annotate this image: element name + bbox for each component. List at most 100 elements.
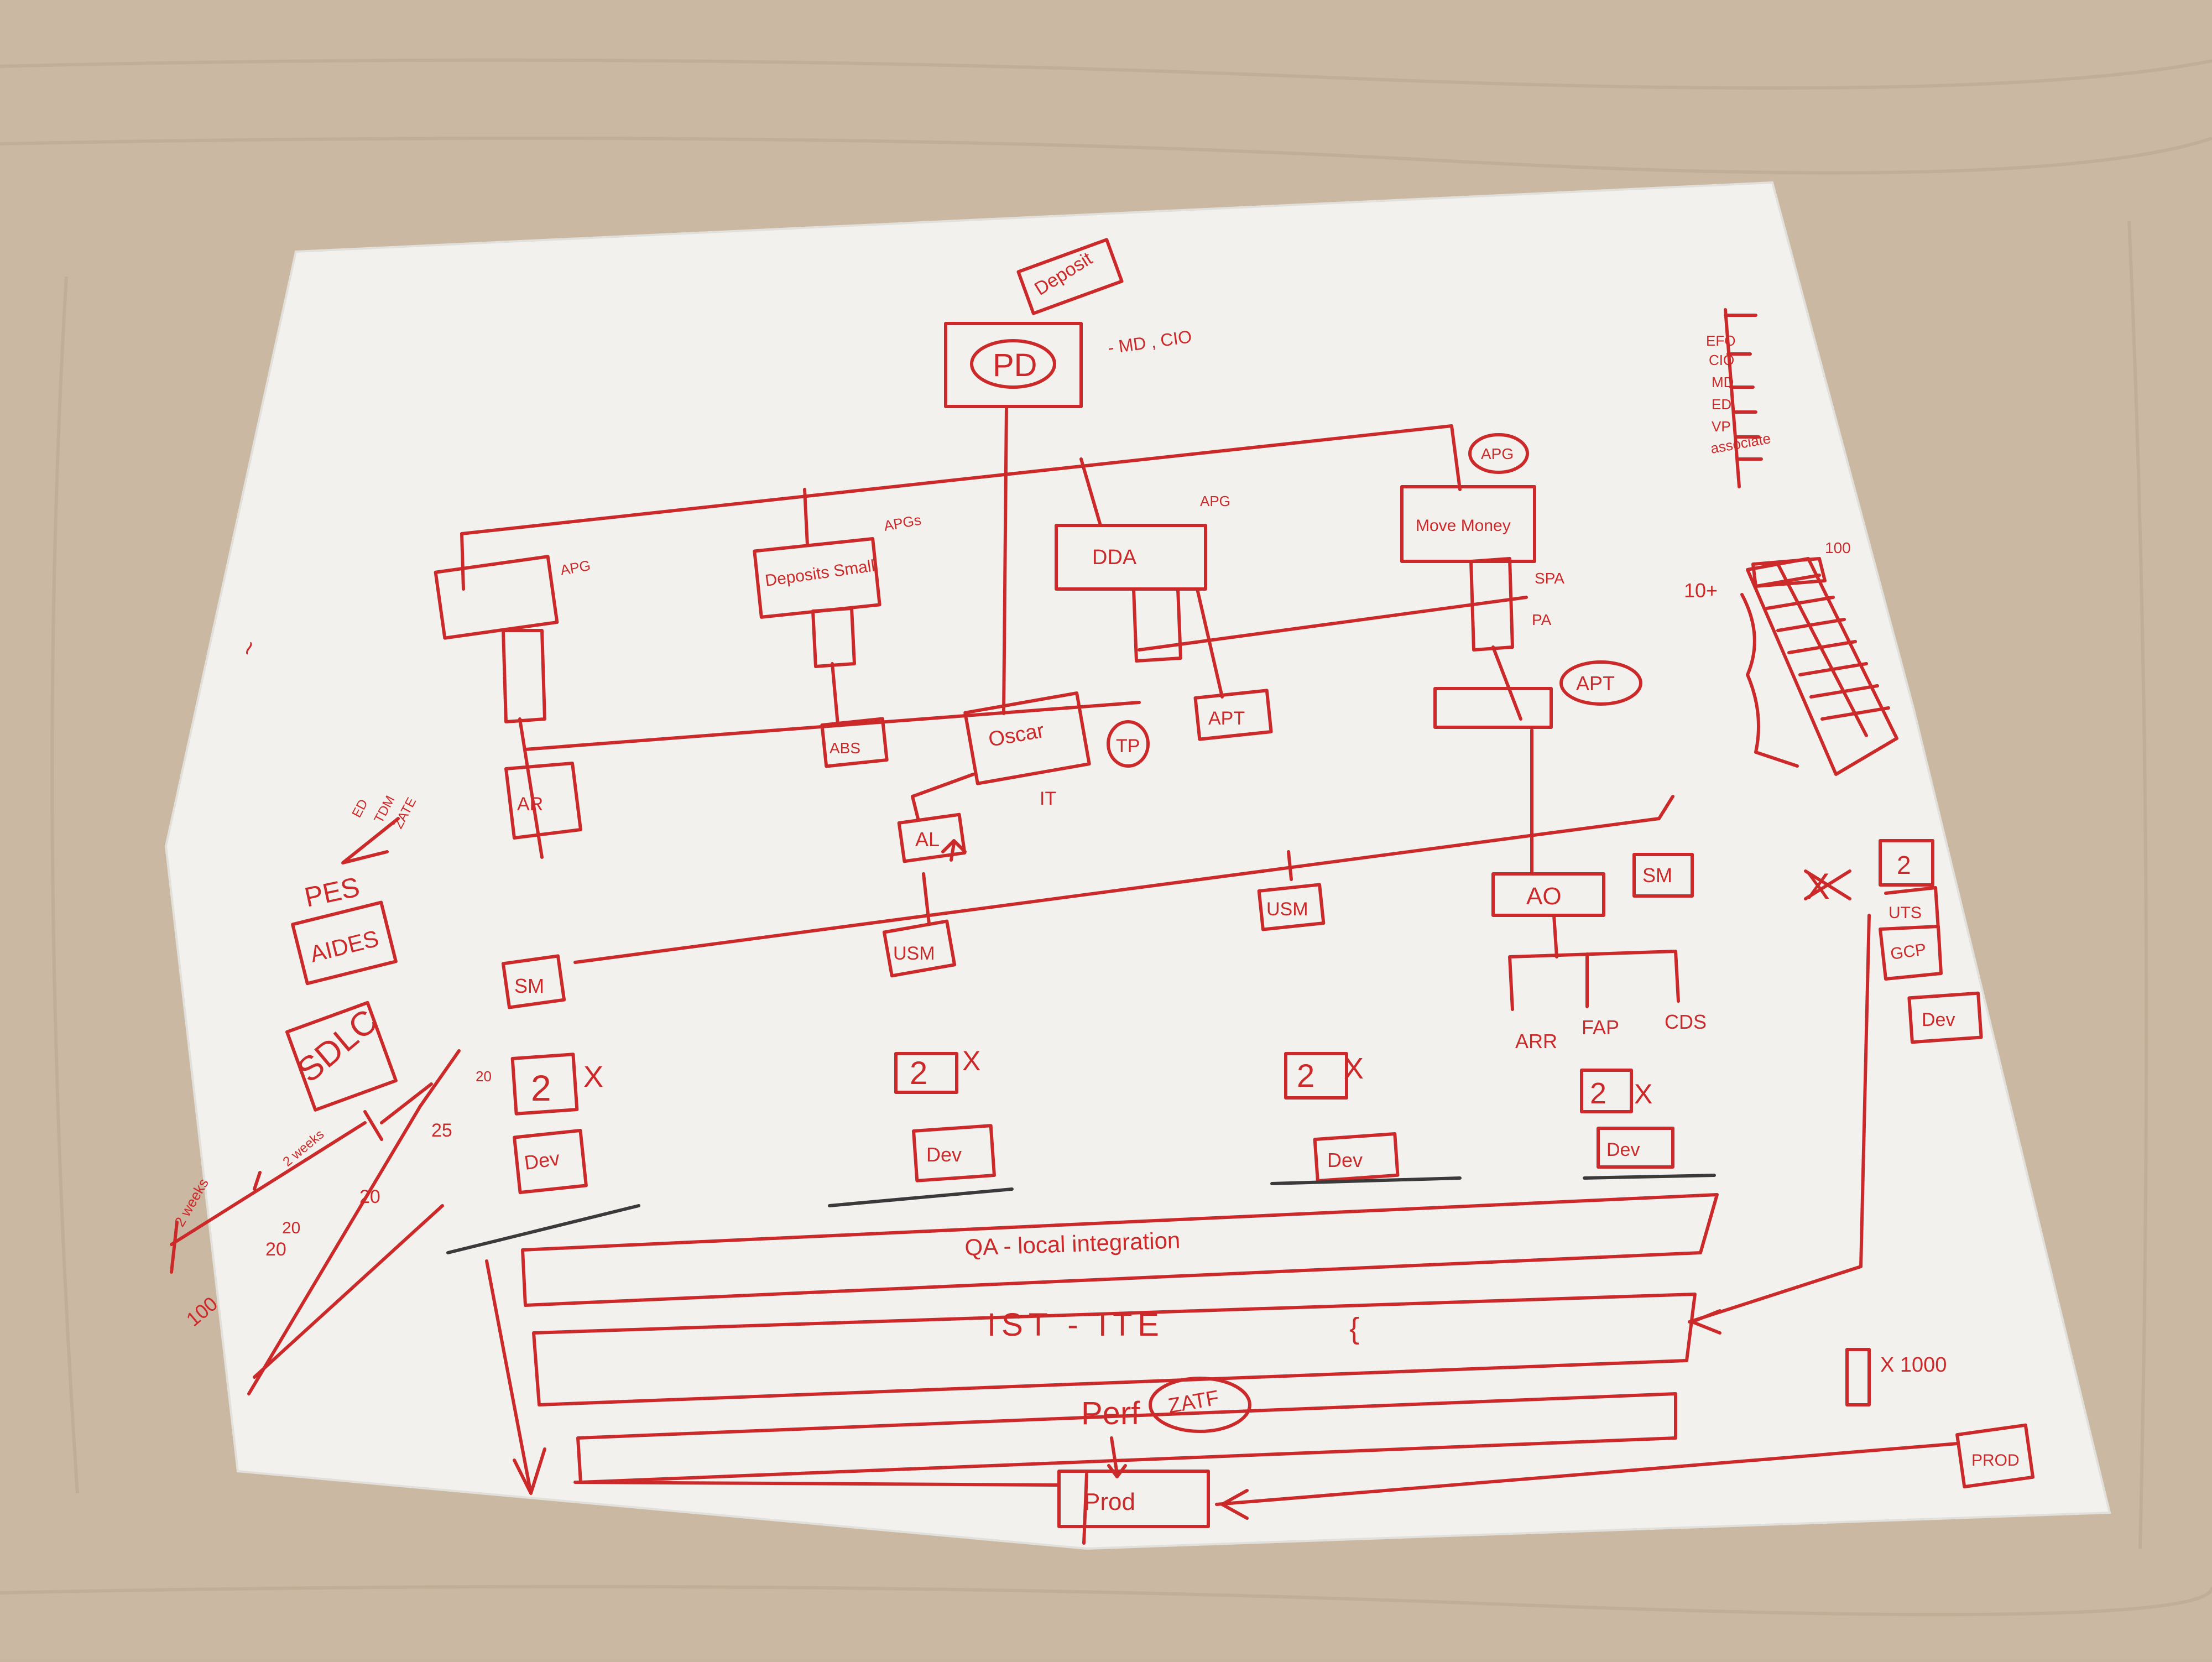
oscar-box xyxy=(963,691,1091,785)
team-3-x: X xyxy=(1344,1052,1364,1085)
pd-root-label: PD xyxy=(993,347,1037,383)
multiplier-label: X 1000 xyxy=(1880,1353,1947,1377)
stack-icon xyxy=(1845,1348,1871,1406)
domain-box-4 xyxy=(1400,485,1536,563)
legend-level-4: ED xyxy=(1712,396,1731,413)
usm-right-label: USM xyxy=(1266,899,1308,920)
pa-note: PA xyxy=(1532,611,1552,628)
counter-grid xyxy=(1746,557,1898,776)
legend-line xyxy=(1724,308,1763,488)
team-2-q: 2 xyxy=(910,1055,927,1091)
sdlc-box xyxy=(285,1001,398,1112)
team-1-q-box xyxy=(510,1053,579,1116)
team-3-env: Dev xyxy=(1327,1149,1363,1171)
al-label: AL xyxy=(915,828,940,851)
team-4-q: 2 xyxy=(1590,1077,1606,1110)
apt-circle-label: APT xyxy=(1576,672,1615,695)
ao-box xyxy=(1491,872,1605,917)
right-stack-x: X xyxy=(1806,866,1830,906)
legend-level-5: VP xyxy=(1712,418,1731,435)
ao-child-2: FAP xyxy=(1582,1016,1619,1039)
blank-box xyxy=(1433,687,1553,729)
ist-label: IST - ITE xyxy=(987,1307,1165,1343)
pencil-lines xyxy=(446,1174,1716,1254)
right-stack-uts: UTS xyxy=(1888,904,1922,922)
team-3-dev-box xyxy=(1313,1132,1400,1182)
al-box xyxy=(897,812,967,863)
prod-side-box xyxy=(1955,1423,2035,1489)
prod-box xyxy=(1057,1470,1210,1528)
mid-oscar-sub: IT xyxy=(1040,788,1056,809)
legend-level-2: CIO xyxy=(1709,352,1734,368)
apg-circle xyxy=(1468,433,1529,474)
spa-note: SPA xyxy=(1535,570,1564,587)
pd-root-box xyxy=(944,322,1083,408)
ist-brace: { xyxy=(1349,1312,1359,1345)
legend-level-1: EFO xyxy=(1706,332,1735,349)
counter-right: 100 xyxy=(1825,539,1851,556)
sm-left-box xyxy=(501,954,566,1009)
paper-sheet xyxy=(164,181,2111,1550)
right-stack-q: 2 xyxy=(1897,851,1911,879)
timeline-number-2: 20 xyxy=(265,1239,286,1260)
ao-child-1: ARR xyxy=(1515,1030,1557,1053)
usm-right-box xyxy=(1257,883,1326,931)
team-2-dev-box xyxy=(912,1124,996,1182)
aides-box xyxy=(291,900,398,986)
tp-circle-label: TP xyxy=(1116,736,1140,757)
timeline-number-4: 25 xyxy=(431,1120,452,1141)
team-4-x: X xyxy=(1634,1079,1652,1109)
timeline-number-5: 20 xyxy=(476,1068,492,1085)
ar-box xyxy=(504,762,582,840)
perf-band xyxy=(576,1392,1677,1484)
tp-circle xyxy=(1107,720,1150,768)
right-stack-dev: Dev xyxy=(1922,1009,1955,1030)
team-4-q-box xyxy=(1580,1069,1633,1113)
team-2-q-box xyxy=(894,1052,958,1094)
team-4-env: Dev xyxy=(1606,1139,1640,1160)
mid-apt-label: APT xyxy=(1208,708,1245,729)
team-1-dev-box xyxy=(513,1129,588,1194)
pd-root-circle xyxy=(970,339,1056,389)
usm-mid-label: USM xyxy=(893,943,935,964)
legend-level-3: MD xyxy=(1712,374,1734,390)
team-2-x: X xyxy=(962,1045,980,1076)
team-3-q: 2 xyxy=(1297,1058,1314,1094)
right-q-box xyxy=(1879,839,1934,887)
counter-left: 10+ xyxy=(1684,579,1718,602)
abs-box xyxy=(820,717,889,768)
prod-label: Prod xyxy=(1084,1488,1135,1515)
team-3-q-box xyxy=(1284,1052,1348,1100)
team-1-env: Dev xyxy=(523,1147,561,1174)
domain-3-tag: APG xyxy=(1200,493,1230,509)
ao-child-3: CDS xyxy=(1665,1010,1707,1033)
usm-mid-box xyxy=(882,919,957,978)
domain-4-tag: APG xyxy=(1481,445,1514,462)
perf-label: Perf xyxy=(1081,1395,1140,1431)
domain-3-label: DDA xyxy=(1092,546,1137,569)
sm-left-label: SM xyxy=(514,975,544,997)
red-ink-drawing xyxy=(170,238,2035,1545)
sm-right-box xyxy=(1632,853,1694,898)
domain-4-label: Move Money xyxy=(1416,517,1511,535)
wood-grain xyxy=(0,58,2212,1617)
apt-circle-shape xyxy=(1559,660,1642,706)
deposit-tag-box xyxy=(1016,238,1124,315)
timeline-number-6: 20 xyxy=(282,1219,300,1237)
ist-band xyxy=(532,1293,1697,1406)
team-4-dev-box xyxy=(1597,1127,1674,1169)
apt-box xyxy=(1193,689,1273,741)
mid-abs-label: ABS xyxy=(830,739,860,757)
mid-ar-label: AR xyxy=(517,794,543,815)
timeline-number-3: 20 xyxy=(359,1186,380,1207)
domain-box-1 xyxy=(434,555,559,640)
zatf-circle xyxy=(1149,1377,1251,1433)
team-1-q: 2 xyxy=(531,1067,551,1108)
team-1-x: X xyxy=(583,1060,603,1093)
ao-label: AO xyxy=(1526,883,1562,910)
sm-right-label: SM xyxy=(1642,864,1672,887)
domain-box-3 xyxy=(1055,524,1207,591)
qa-band xyxy=(521,1193,1719,1307)
team-2-env: Dev xyxy=(926,1143,962,1166)
